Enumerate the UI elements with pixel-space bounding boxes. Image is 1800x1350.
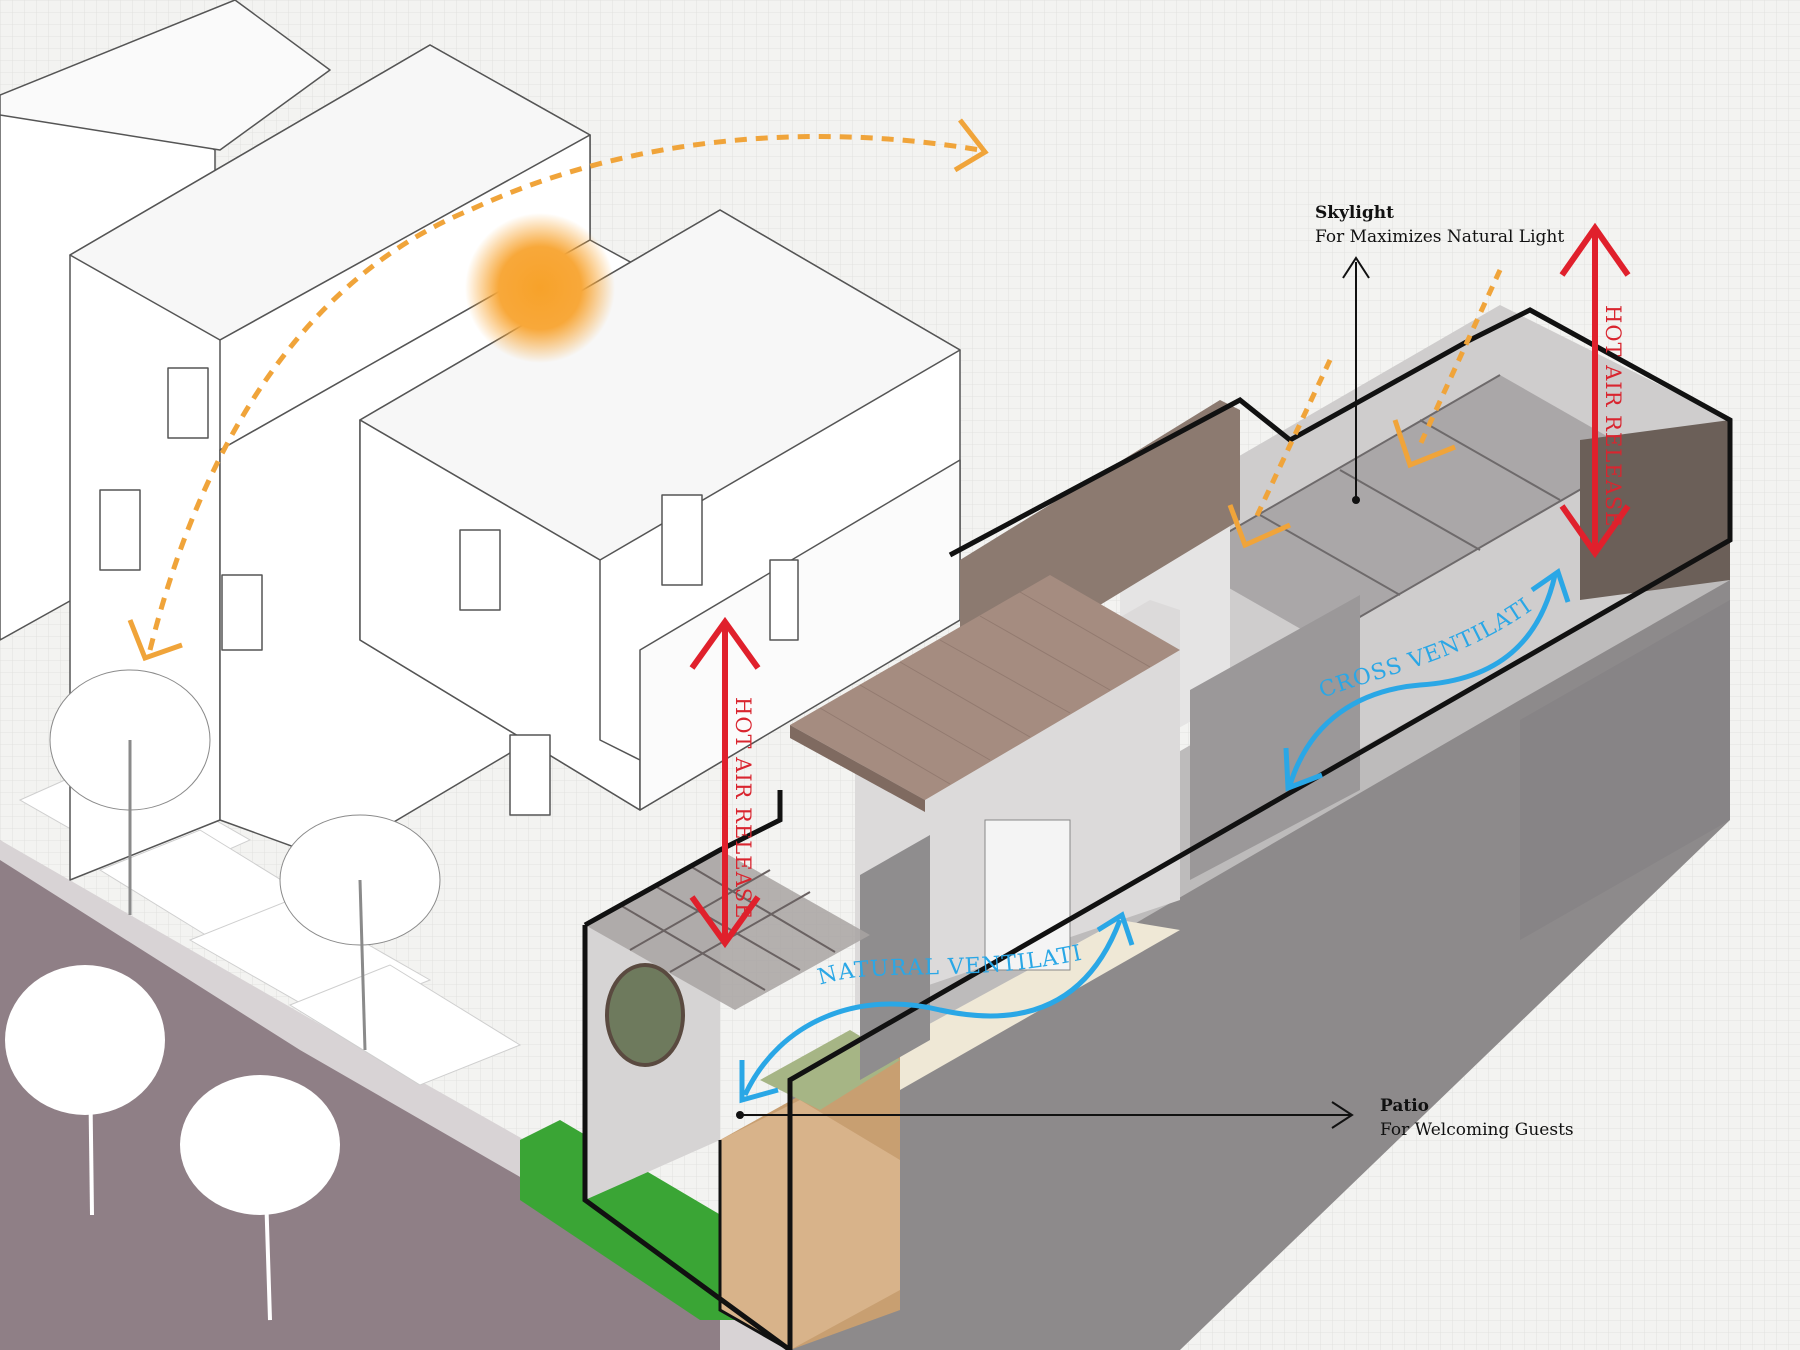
neighbour-houses — [0, 0, 961, 881]
stair-steps — [720, 1100, 900, 1350]
curb — [0, 840, 790, 1350]
sun-path-arrowhead-icon — [953, 118, 989, 173]
hot-air-label-right: HOT AIR RELEASE — [1601, 305, 1625, 527]
tree — [49, 669, 211, 915]
natural-ventilation-arrow-icon — [742, 919, 1123, 1097]
tree — [279, 814, 441, 1051]
cut-wall-rear — [1520, 600, 1730, 940]
stair-outline — [718, 1140, 791, 1350]
cross-ventilation-arrow-icon — [1287, 574, 1558, 786]
sun-path-arrow-icon — [147, 134, 981, 651]
patio-subtitle: For Welcoming Guests — [1380, 1120, 1574, 1140]
skylight-glass — [1180, 375, 1640, 640]
callout-dot — [1352, 496, 1360, 504]
section-outline-left — [583, 790, 783, 928]
tree — [180, 1075, 340, 1321]
roof-tiles — [819, 591, 1151, 785]
skylight-title: Skylight — [1315, 203, 1394, 223]
skylight-callout: Skylight For Maximizes Natural Light — [1315, 203, 1564, 504]
patio-callout: Patio For Welcoming Guests — [736, 1096, 1574, 1140]
round-window — [605, 963, 685, 1067]
hot-air-release-right: HOT AIR RELEASE — [1559, 222, 1631, 559]
breeze-block-wall — [1580, 420, 1730, 600]
cut-wall-side — [790, 540, 1730, 1350]
callout-arrow-icon — [1331, 1101, 1354, 1129]
glass-doors — [1190, 595, 1360, 880]
section-outline-front — [582, 925, 792, 1350]
tree — [5, 965, 165, 1216]
subject-house — [582, 305, 1733, 1350]
middle-block — [855, 600, 1180, 1010]
sun-path-arrowhead-icon — [127, 619, 183, 662]
pitched-roof — [790, 575, 1180, 800]
street-trees — [5, 669, 441, 1321]
section-outline-top — [787, 307, 1733, 1350]
callout-arrow-icon — [1342, 256, 1370, 279]
living-floor — [900, 920, 1180, 1090]
patio-title: Patio — [1380, 1096, 1429, 1116]
sunlight-arrow-icon — [1227, 268, 1503, 549]
sun-icon — [465, 213, 615, 363]
hot-air-release-left: HOT AIR RELEASE — [689, 616, 761, 949]
skylight-subtitle: For Maximizes Natural Light — [1315, 227, 1564, 247]
roof-eave — [790, 725, 925, 812]
front-glazing — [860, 835, 930, 1080]
hot-air-label-left: HOT AIR RELEASE — [731, 697, 755, 919]
